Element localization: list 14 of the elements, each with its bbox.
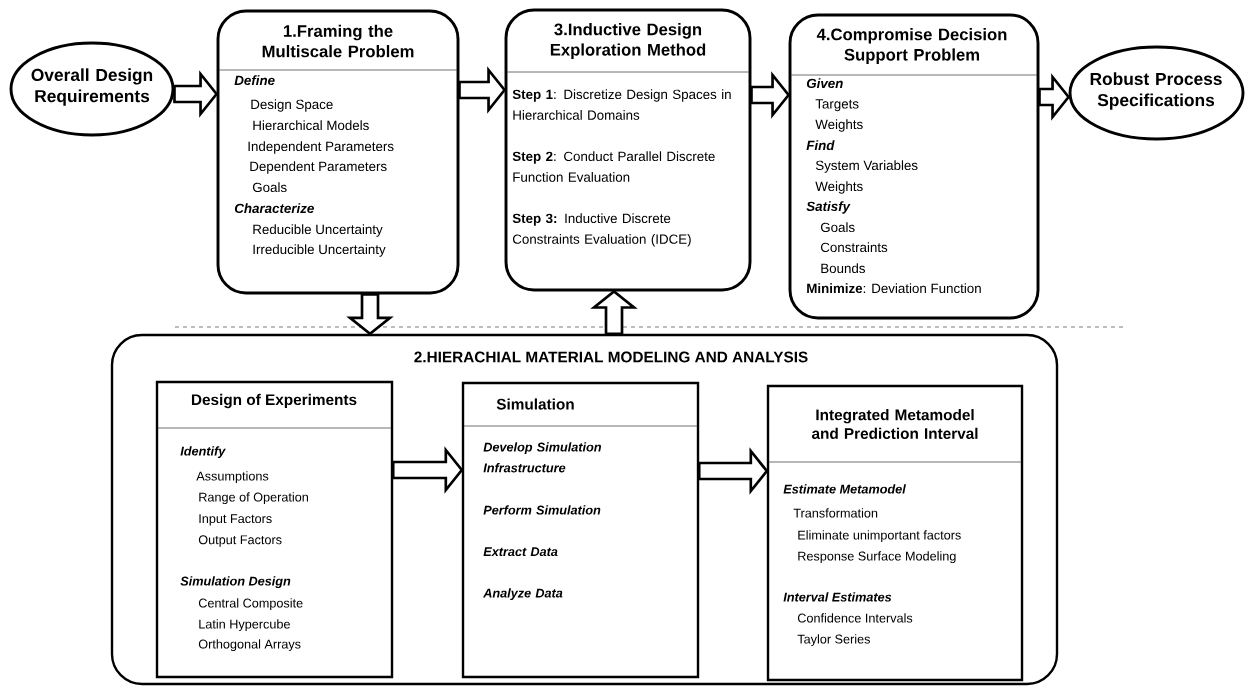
process-box: Design of Experiments Identify Assumptions Range of Operation Input Factors Output Factors Simulation Design Central Composite Latin Hypercube Orthogonal Arrays <box>155 380 394 679</box>
block-arrow <box>697 447 769 495</box>
process-box: Integrated Metamodel and Prediction Interval Estimate Metamodel Transformation Eliminate unimportant factors Response Surface Modeling Interval Estimates Confidence Intervals Taylor Series <box>766 384 1024 682</box>
block-arrow <box>173 70 219 118</box>
block-arrow <box>391 446 464 494</box>
block-arrow <box>346 293 394 336</box>
block-arrow <box>590 289 638 336</box>
block-arrow <box>458 66 507 114</box>
process-box: 4.Compromise Decision Support Problem Given Targets Weights Find System Variables Weights Satisfy Goals Constraints Bounds Minimize: Deviation Function <box>788 13 1040 320</box>
block-arrow <box>1038 73 1071 121</box>
process-box: Simulation Develop Simulation Infrastructure Perform Simulation Extract Data Analyze Data <box>461 381 700 679</box>
block-arrow <box>750 71 791 119</box>
process-box: 3.Inductive Design Exploration Method Step 1: Discretize Design Spaces in Hierarchical Domains Step 2: Conduct Parallel Discrete Function Evaluation Step 3: Inductive Discrete Constraints Evaluation (IDCE) <box>504 8 752 292</box>
process-box: 1.Framing the Multiscale Problem Define Design Space Hierarchical Models Independent Parameters Dependent Parameters Goals Characterize Reducible Uncertainty Irreducible Uncertainty <box>216 9 460 295</box>
